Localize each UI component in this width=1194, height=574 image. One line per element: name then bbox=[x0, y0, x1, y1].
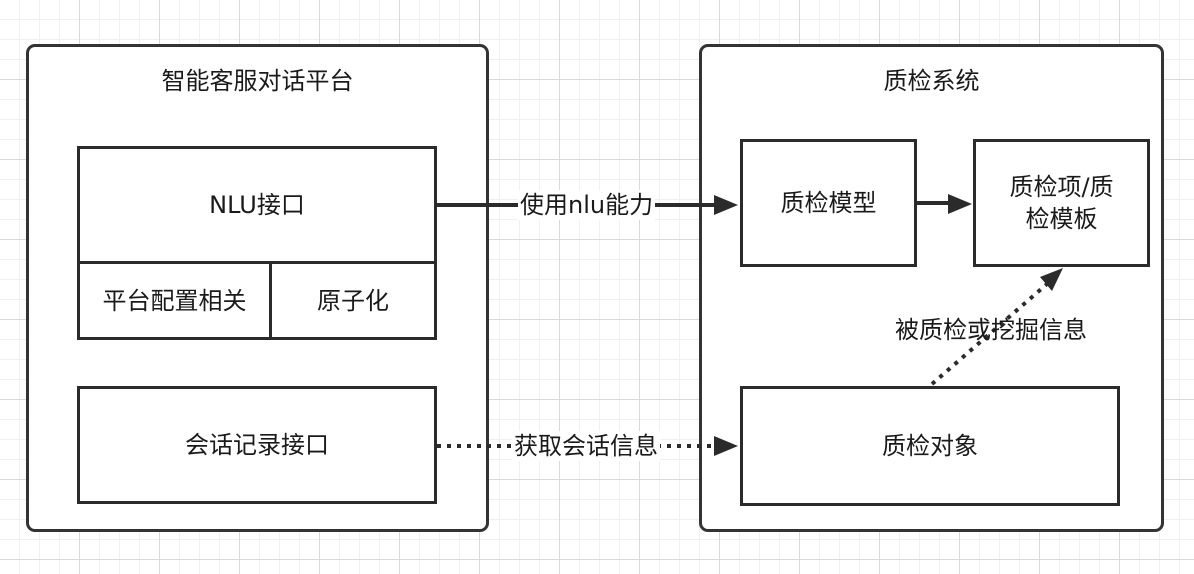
qa-items-template-node: 质检项/质 检模板 bbox=[973, 139, 1150, 267]
nlu-interface-label: NLU接口 bbox=[209, 191, 305, 219]
qa-model-label: 质检模型 bbox=[780, 189, 877, 217]
qa-system-title: 质检系统 bbox=[883, 67, 980, 95]
qa-model-node: 质检模型 bbox=[740, 139, 917, 267]
get-session-arrowhead bbox=[714, 436, 738, 456]
model-to-items-arrowhead bbox=[948, 194, 972, 214]
inspected-label: 被质检或挖掘信息 bbox=[895, 316, 1087, 344]
platform-config-label: 平台配置相关 bbox=[102, 286, 247, 315]
atomic-label: 原子化 bbox=[317, 286, 389, 315]
qa-target-label: 质检对象 bbox=[882, 432, 978, 460]
use-nlu-arrowhead bbox=[714, 195, 738, 215]
qa-items-template-label-line2: 检模板 bbox=[1025, 205, 1098, 233]
platform-config-node: 平台配置相关 bbox=[77, 261, 272, 340]
inspected-arrowhead bbox=[1040, 268, 1063, 291]
session-record-interface-label: 会话记录接口 bbox=[185, 431, 329, 459]
qa-target-node: 质检对象 bbox=[740, 386, 1120, 506]
qa-items-template-label: 质检项/质 检模板 bbox=[1009, 171, 1113, 235]
get-session-label: 获取会话信息 bbox=[512, 431, 660, 461]
atomic-node: 原子化 bbox=[269, 261, 437, 340]
use-nlu-label: 使用nlu能力 bbox=[518, 190, 656, 220]
chatbot-platform-title: 智能客服对话平台 bbox=[161, 67, 354, 95]
session-record-interface-node: 会话记录接口 bbox=[77, 386, 437, 504]
qa-items-template-label-line1: 质检项/质 bbox=[1009, 173, 1114, 201]
